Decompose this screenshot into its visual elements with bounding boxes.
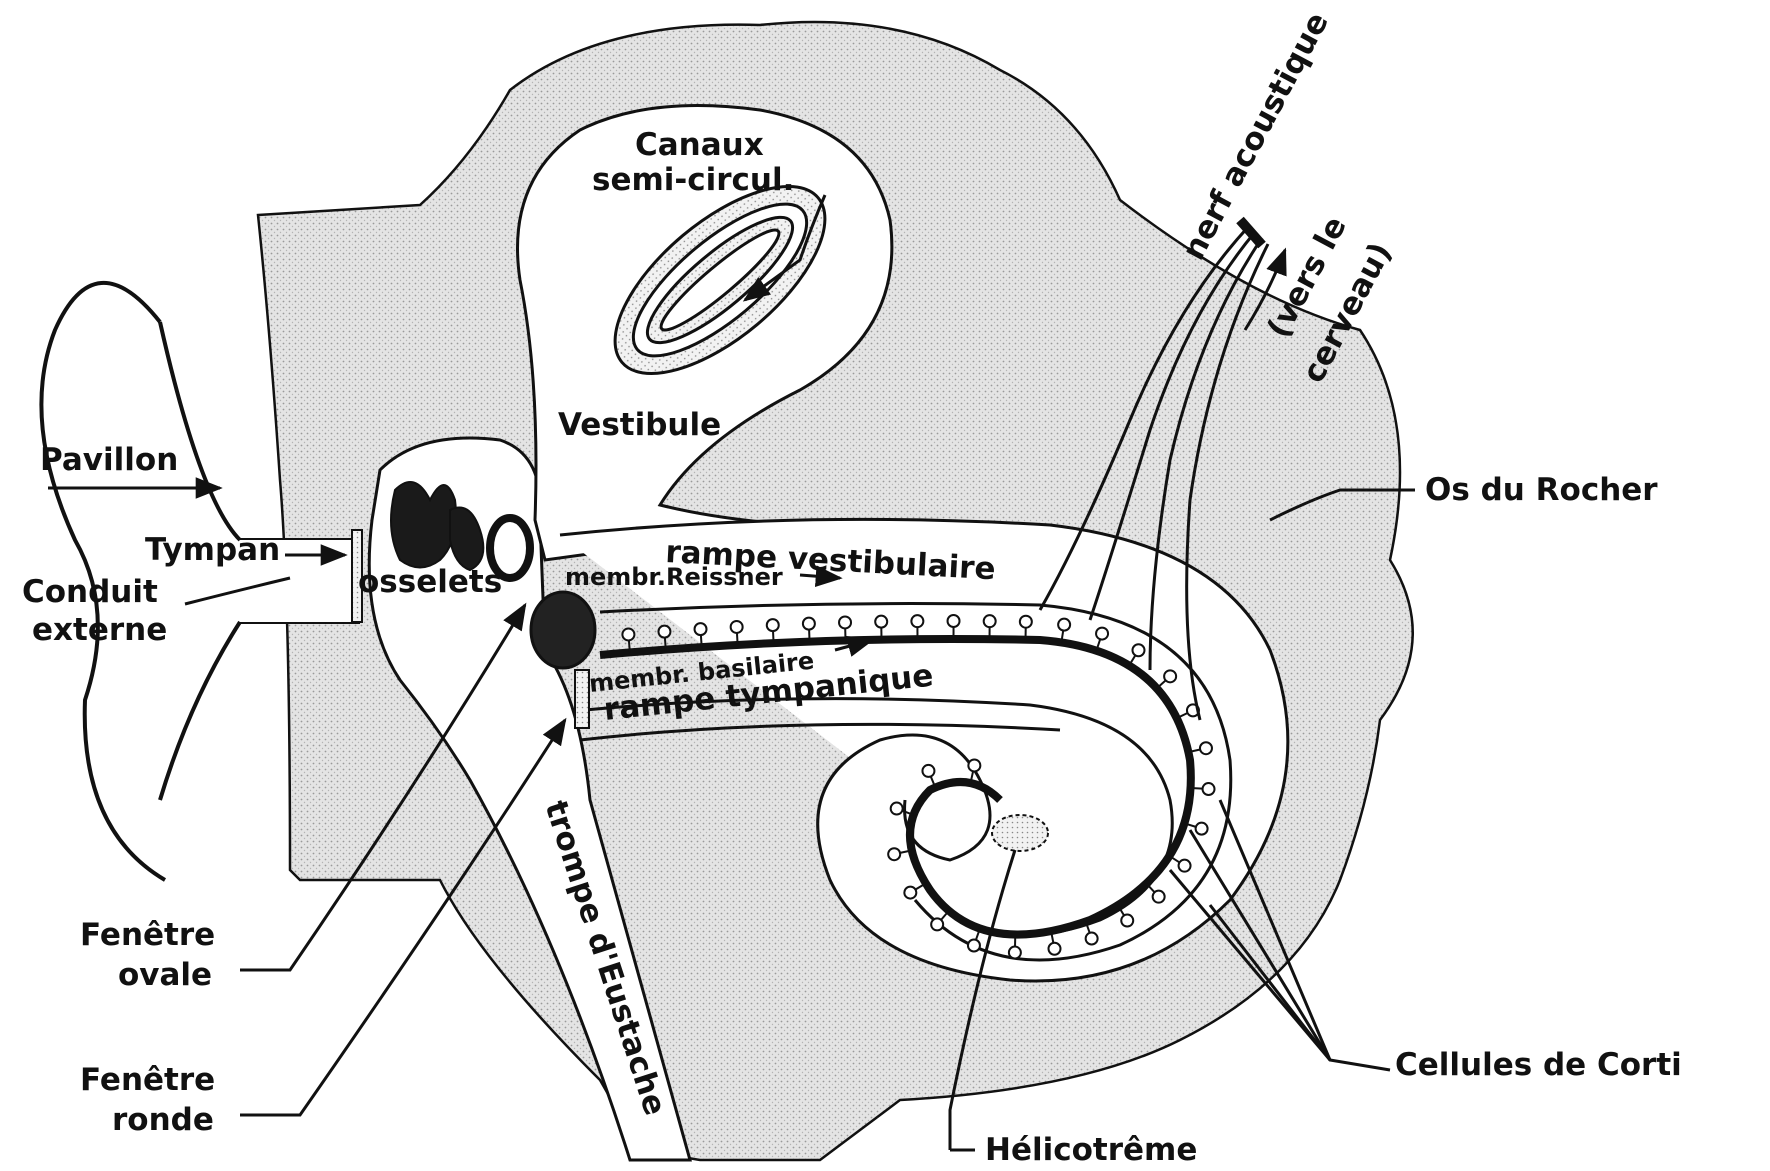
label-pavillon: Pavillon bbox=[40, 442, 178, 478]
corti-cell bbox=[904, 887, 916, 899]
corti-cell bbox=[922, 765, 934, 777]
label-canaux-1: Canaux bbox=[635, 127, 764, 163]
corti-cell bbox=[1164, 670, 1176, 682]
corti-cell bbox=[1086, 933, 1098, 945]
label-membr-reissner: membr.Reissner bbox=[565, 563, 783, 591]
corti-cell bbox=[1009, 947, 1021, 959]
corti-cell bbox=[803, 618, 815, 630]
corti-cell bbox=[1196, 823, 1208, 835]
corti-cell bbox=[1153, 891, 1165, 903]
helicotrema bbox=[992, 815, 1048, 851]
corti-cell bbox=[1058, 619, 1070, 631]
corti-cell bbox=[888, 848, 900, 860]
corti-cell bbox=[931, 918, 943, 930]
corti-cell bbox=[731, 621, 743, 633]
corti-cell bbox=[1049, 943, 1061, 955]
corti-cell bbox=[1132, 644, 1144, 656]
label-conduit-1: Conduit bbox=[22, 574, 158, 610]
corti-cell bbox=[875, 616, 887, 628]
corti-cell-stem bbox=[629, 640, 630, 652]
corti-cell bbox=[1020, 616, 1032, 628]
corti-cell bbox=[839, 616, 851, 628]
round-window-membrane bbox=[575, 670, 589, 728]
label-tympan: Tympan bbox=[145, 532, 280, 568]
corti-cell bbox=[948, 615, 960, 627]
corti-cell bbox=[968, 759, 980, 771]
corti-cell bbox=[767, 619, 779, 631]
corti-cell bbox=[622, 628, 634, 640]
corti-cell bbox=[1179, 860, 1191, 872]
label-fenetre-ovale-1: Fenêtre bbox=[80, 917, 215, 953]
label-nerf-acoustique: nerf acoustique bbox=[1175, 6, 1336, 265]
corti-cell-stem bbox=[1191, 788, 1203, 789]
corti-cell-stem bbox=[773, 631, 774, 643]
label-fenetre-ovale-2: ovale bbox=[118, 957, 212, 993]
corti-cell bbox=[1203, 783, 1215, 795]
label-fenetre-ronde-1: Fenêtre bbox=[80, 1062, 215, 1098]
corti-cell bbox=[1200, 742, 1212, 754]
corti-cell bbox=[984, 615, 996, 627]
corti-cell-stem bbox=[737, 633, 738, 645]
label-conduit-2: externe bbox=[32, 612, 167, 648]
corti-cell bbox=[1121, 915, 1133, 927]
label-helicotreme: Hélicotrême bbox=[985, 1132, 1197, 1168]
corti-cell bbox=[695, 623, 707, 635]
label-vestibule: Vestibule bbox=[558, 407, 721, 443]
label-fenetre-ronde-2: ronde bbox=[112, 1102, 214, 1138]
label-cellules-corti: Cellules de Corti bbox=[1395, 1047, 1682, 1083]
round-window bbox=[531, 592, 595, 668]
corti-cell-stem bbox=[701, 635, 702, 647]
corti-cell bbox=[658, 626, 670, 638]
label-canaux-2: semi-circul. bbox=[592, 162, 794, 198]
corti-cell-stem bbox=[665, 638, 666, 650]
corti-cell bbox=[1096, 628, 1108, 640]
label-osselets: osselets bbox=[358, 564, 502, 600]
label-os-du-rocher: Os du Rocher bbox=[1425, 472, 1658, 508]
corti-cell bbox=[891, 803, 903, 815]
corti-cell bbox=[968, 939, 980, 951]
corti-cell bbox=[911, 615, 923, 627]
